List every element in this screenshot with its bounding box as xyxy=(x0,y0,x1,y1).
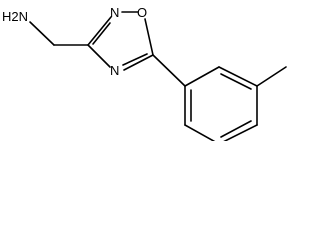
bond-phenyl-inner-1 xyxy=(220,73,252,90)
bond-n4-c3 xyxy=(87,44,111,68)
bond-oxadiazole-phenyl xyxy=(152,54,186,87)
bond-phenyl-c5-c6 xyxy=(184,124,216,141)
bond-phenyl-c2-c3 xyxy=(218,66,258,87)
bond-c5-n4 xyxy=(123,54,154,71)
bond-phenyl-c4-c5 xyxy=(223,124,258,141)
ring-nitrogen-bottom-label: N xyxy=(110,63,119,78)
bond-c3-n2-inner xyxy=(92,22,111,45)
ring-nitrogen-top-label: N xyxy=(110,5,119,20)
amine-label: H2N xyxy=(2,9,28,24)
bond-amine-methylene xyxy=(29,21,55,46)
bond-phenyl-methyl xyxy=(256,66,287,87)
molecule-structure-diagram: H2N N O N xyxy=(2,5,287,141)
bond-c3-n2 xyxy=(87,16,112,46)
bond-c5-n4-inner xyxy=(122,53,148,66)
bond-phenyl-inner-2 xyxy=(220,120,252,138)
bond-phenyl-c1-c2 xyxy=(184,66,220,87)
ring-oxygen-label: O xyxy=(137,5,147,20)
bond-o1-c5 xyxy=(144,18,154,56)
